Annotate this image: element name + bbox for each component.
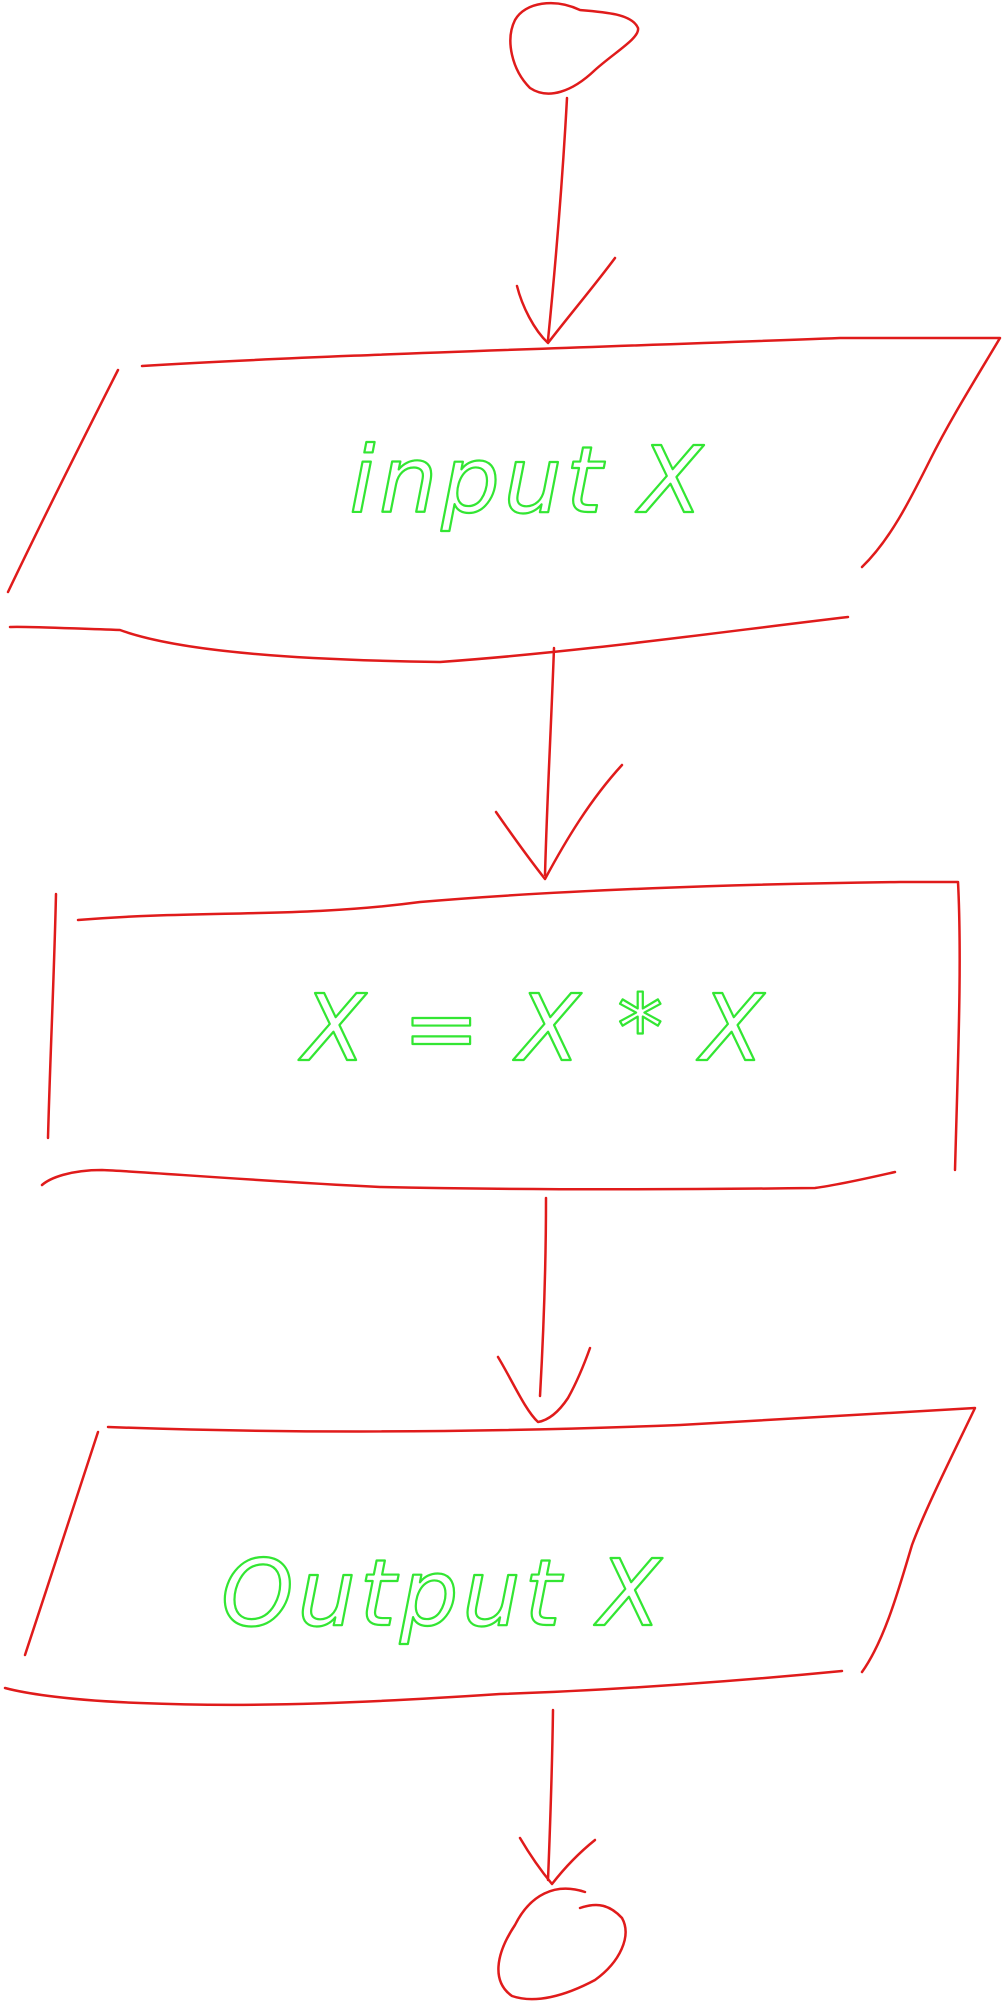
output-label: Output X (221, 1540, 665, 1647)
arrowhead-input-to-process (494, 763, 624, 881)
output-parallelogram (3, 1406, 977, 1707)
process-rectangle (40, 880, 961, 1191)
arrowhead-output-to-end (518, 1836, 597, 1886)
input-label: input X (350, 427, 707, 534)
arrow-process-to-output (538, 1196, 548, 1398)
arrow-output-to-end (546, 1708, 555, 1882)
arrowhead-process-to-output (496, 1346, 592, 1424)
input-parallelogram (6, 336, 1002, 664)
start-terminal-circle (509, 2, 640, 95)
end-terminal-circle (497, 1887, 627, 2001)
arrow-start-to-input (546, 96, 569, 342)
process-label: X = X * X (298, 975, 767, 1082)
arrow-input-to-process (543, 646, 556, 877)
arrowhead-start-to-input (515, 256, 617, 345)
